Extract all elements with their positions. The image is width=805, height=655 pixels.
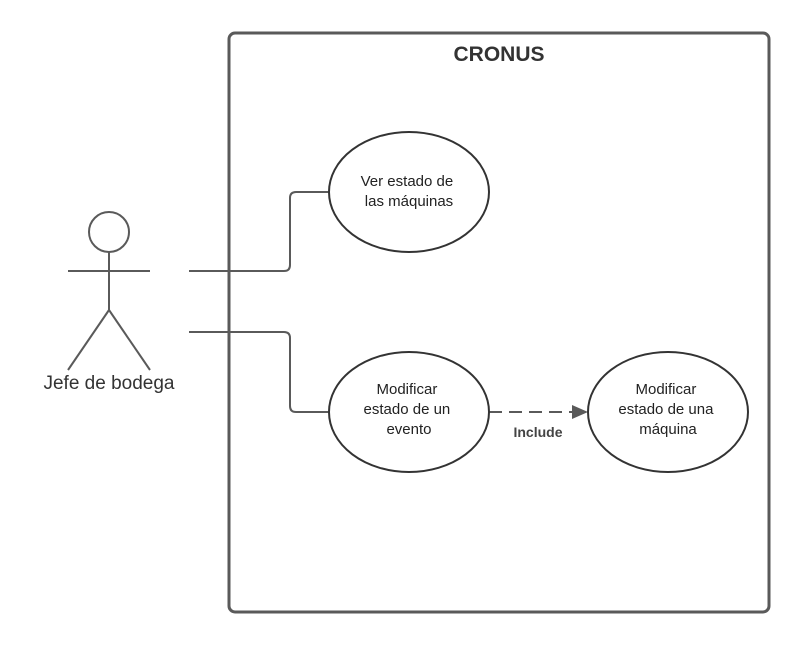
association-modificar-evento (189, 331, 329, 413)
use-case-label: Modificar estado de una máquina (618, 381, 717, 438)
include-label: Include (513, 424, 562, 440)
actor-label: Jefe de bodega (43, 373, 174, 394)
use-case-label-line: estado de una (618, 401, 714, 418)
actor-jefe-de-bodega: Jefe de bodega (43, 211, 175, 394)
use-case-modificar-estado-maquina: Modificar estado de una máquina (587, 351, 749, 473)
use-case-label-line: Modificar (635, 381, 696, 398)
system-boundary (227, 31, 771, 614)
actor-head (88, 211, 130, 253)
use-case-ellipse (328, 131, 490, 253)
use-case-ellipse (587, 351, 749, 473)
use-case-label: Ver estado de las máquinas (361, 173, 458, 210)
use-case-label-line: estado de un (364, 401, 451, 418)
use-case-label-line: las máquinas (365, 193, 453, 210)
include-arrow-head (572, 405, 588, 419)
use-case-ellipse (328, 351, 490, 473)
association-ver-estado (189, 191, 329, 272)
use-case-label: Modificar estado de un evento (364, 381, 455, 438)
use-case-label-line: Ver estado de (361, 173, 454, 190)
actor-left-leg (67, 309, 110, 371)
system-title: CRONUS (453, 43, 544, 66)
use-case-ver-estado-maquinas: Ver estado de las máquinas (328, 131, 490, 253)
actor-right-leg (108, 309, 151, 371)
use-case-label-line: evento (386, 421, 431, 438)
use-case-label-line: máquina (639, 421, 697, 438)
use-case-modificar-estado-evento: Modificar estado de un evento (328, 351, 490, 473)
use-case-label-line: Modificar (376, 381, 437, 398)
